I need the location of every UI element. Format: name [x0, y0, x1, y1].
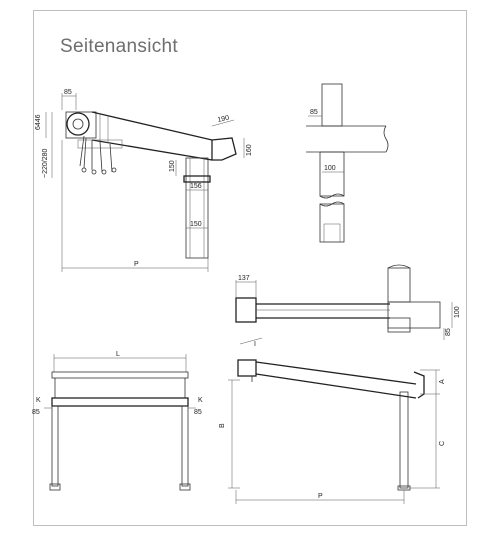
- dim-l: L: [116, 351, 120, 358]
- dim-a: A: [439, 379, 446, 384]
- dim-6446: 6446: [35, 114, 42, 130]
- dim-b: B: [219, 423, 226, 428]
- dim-p-top: P: [134, 261, 139, 268]
- dim-p-bottom: P: [318, 493, 323, 500]
- dim-c: C: [439, 441, 446, 446]
- dim-85-top: 85: [64, 89, 72, 96]
- dim-137: 137: [238, 275, 250, 282]
- beam-section-view: [306, 83, 389, 243]
- dim-150-vertical: 150: [169, 160, 176, 172]
- dim-156: 156: [190, 183, 202, 190]
- dim-85-side: 85: [445, 328, 452, 336]
- dim-85-right: 85: [194, 409, 202, 416]
- dim-k-right: K: [198, 397, 203, 404]
- side-elevation-view: [228, 337, 440, 504]
- dim-i: I: [254, 341, 256, 348]
- dim-220-280: ~220/280: [42, 149, 49, 178]
- dim-k-left: K: [36, 397, 41, 404]
- awning-side-view: [45, 93, 245, 272]
- dim-190: 190: [217, 115, 230, 124]
- page-title: Seitenansicht: [60, 36, 178, 57]
- dim-100-side: 100: [454, 306, 461, 318]
- dim-100-beam: 100: [324, 165, 336, 172]
- front-view: [44, 354, 196, 491]
- dim-150-horizontal: 150: [190, 221, 202, 228]
- dim-160: 160: [246, 144, 253, 156]
- rail-section-view: [235, 264, 453, 340]
- dim-85-left: 85: [32, 409, 40, 416]
- dim-85-beam: 85: [310, 109, 318, 116]
